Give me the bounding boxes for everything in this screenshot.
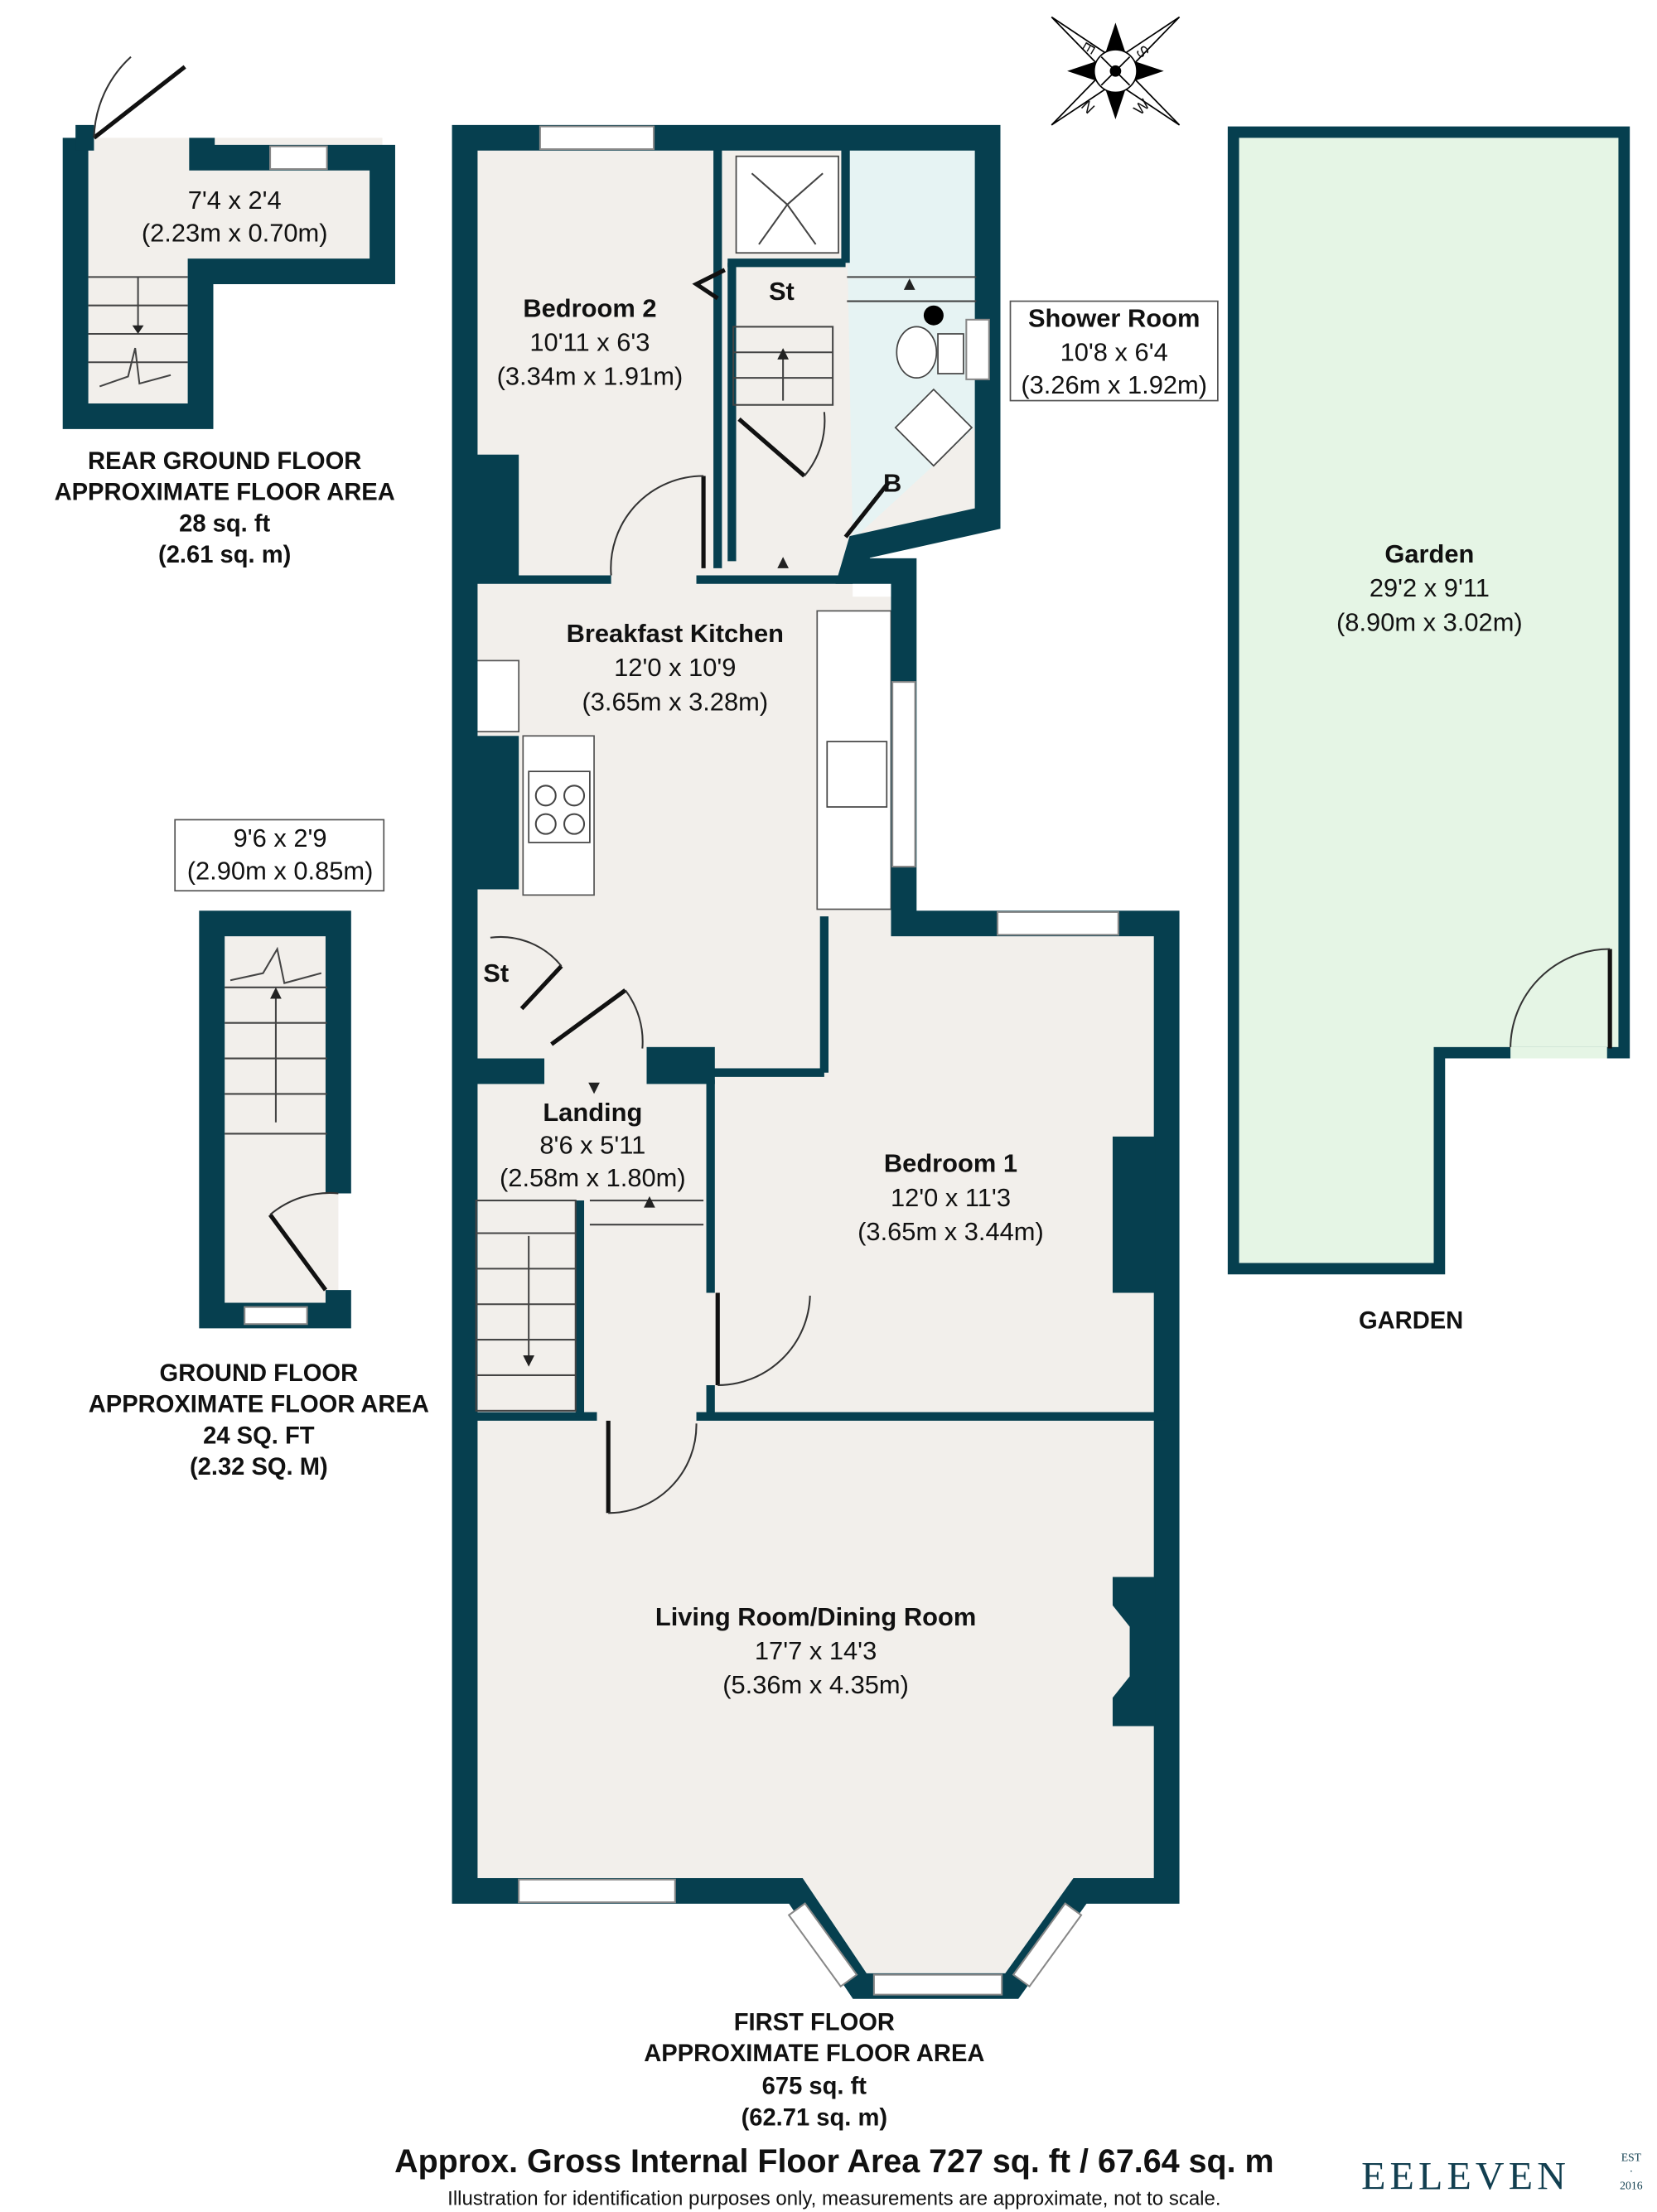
- first-floor-caption: FIRST FLOOR APPROXIMATE FLOOR AREA 675 s…: [644, 2010, 984, 2132]
- kitchen-imperial: 12'0 x 10'9: [614, 653, 736, 682]
- garden-name: Garden: [1384, 539, 1474, 568]
- living-room-metric: (5.36m x 4.35m): [722, 1670, 909, 1699]
- ground-dimensions-metric: (2.90m x 0.85m): [187, 856, 374, 885]
- living-room-name: Living Room/Dining Room: [655, 1602, 976, 1631]
- bedroom-2-name: Bedroom 2: [523, 293, 656, 322]
- landing-name: Landing: [543, 1098, 642, 1127]
- svg-text:EELEVEN: EELEVEN: [1361, 2155, 1570, 2199]
- landing-imperial: 8'6 x 5'11: [539, 1130, 645, 1159]
- rear-ground-dimensions-imperial: 7'4 x 2'4: [188, 186, 282, 215]
- rear-ground-dimensions-metric: (2.23m x 0.70m): [142, 219, 328, 248]
- landing-metric: (2.58m x 1.80m): [500, 1163, 686, 1192]
- svg-text:APPROXIMATE FLOOR AREA: APPROXIMATE FLOOR AREA: [89, 1392, 429, 1418]
- eleven-logo: EELEVEN EST · 2016: [1361, 2151, 1643, 2198]
- store-label: St: [483, 959, 509, 988]
- svg-text:REAR GROUND FLOOR: REAR GROUND FLOOR: [88, 448, 361, 475]
- ground-floor-plan: 9'6 x 2'9 (2.90m x 0.85m): [174, 819, 385, 1329]
- bedroom-1-imperial: 12'0 x 11'3: [891, 1183, 1011, 1212]
- svg-text:(2.61 sq. m): (2.61 sq. m): [158, 542, 291, 568]
- kitchen-name: Breakfast Kitchen: [567, 619, 784, 648]
- shower-room-name: Shower Room: [1028, 303, 1200, 332]
- rear-ground-floor-caption: REAR GROUND FLOOR APPROXIMATE FLOOR AREA…: [55, 448, 395, 568]
- svg-text:(2.32 SQ. M): (2.32 SQ. M): [190, 1454, 328, 1480]
- shower-room-metric: (3.26m x 1.92m): [1021, 370, 1207, 399]
- first-floor-plan: Bedroom 2 10'11 x 6'3 (3.34m x 1.91m) St…: [452, 124, 1219, 1999]
- garden-metric: (8.90m x 3.02m): [1336, 607, 1523, 636]
- svg-text:GROUND FLOOR: GROUND FLOOR: [160, 1360, 359, 1387]
- bedroom-2-metric: (3.34m x 1.91m): [497, 362, 684, 391]
- bedroom-1-metric: (3.65m x 3.44m): [857, 1217, 1044, 1246]
- ground-dimensions-imperial: 9'6 x 2'9: [234, 823, 327, 852]
- total-floor-area: Approx. Gross Internal Floor Area 727 sq…: [394, 2143, 1273, 2180]
- compass-rose-icon: E S N W: [1051, 16, 1181, 126]
- bedroom-1-name: Bedroom 1: [884, 1149, 1017, 1178]
- svg-text:(62.71 sq. m): (62.71 sq. m): [742, 2104, 888, 2131]
- boiler-label: B: [883, 468, 901, 497]
- garden-plan: Garden 29'2 x 9'11 (8.90m x 3.02m) GARDE…: [1227, 126, 1630, 1334]
- kitchen-metric: (3.65m x 3.28m): [582, 687, 768, 716]
- shower-room-imperial: 10'8 x 6'4: [1060, 338, 1168, 367]
- svg-text:24 SQ. FT: 24 SQ. FT: [203, 1422, 315, 1449]
- bedroom-2-imperial: 10'11 x 6'3: [529, 328, 650, 357]
- svg-text:2016: 2016: [1620, 2180, 1643, 2192]
- svg-text:APPROXIMATE FLOOR AREA: APPROXIMATE FLOOR AREA: [644, 2041, 984, 2067]
- svg-text:28 sq. ft: 28 sq. ft: [179, 510, 270, 537]
- ground-floor-caption: GROUND FLOOR APPROXIMATE FLOOR AREA 24 S…: [89, 1360, 429, 1480]
- living-room-imperial: 17'7 x 14'3: [755, 1636, 877, 1665]
- svg-text:·: ·: [1630, 2165, 1634, 2177]
- rear-ground-floor-plan: 7'4 x 2'4 (2.23m x 0.70m): [62, 56, 395, 429]
- svg-text:APPROXIMATE FLOOR AREA: APPROXIMATE FLOOR AREA: [55, 480, 395, 506]
- svg-text:FIRST FLOOR: FIRST FLOOR: [734, 2010, 895, 2036]
- svg-text:EST: EST: [1621, 2151, 1642, 2163]
- store-label: St: [769, 277, 795, 306]
- svg-text:675 sq. ft: 675 sq. ft: [762, 2074, 867, 2100]
- garden-imperial: 29'2 x 9'11: [1370, 573, 1490, 602]
- disclaimer: Illustration for identification purposes…: [447, 2187, 1220, 2210]
- garden-caption: GARDEN: [1359, 1307, 1463, 1334]
